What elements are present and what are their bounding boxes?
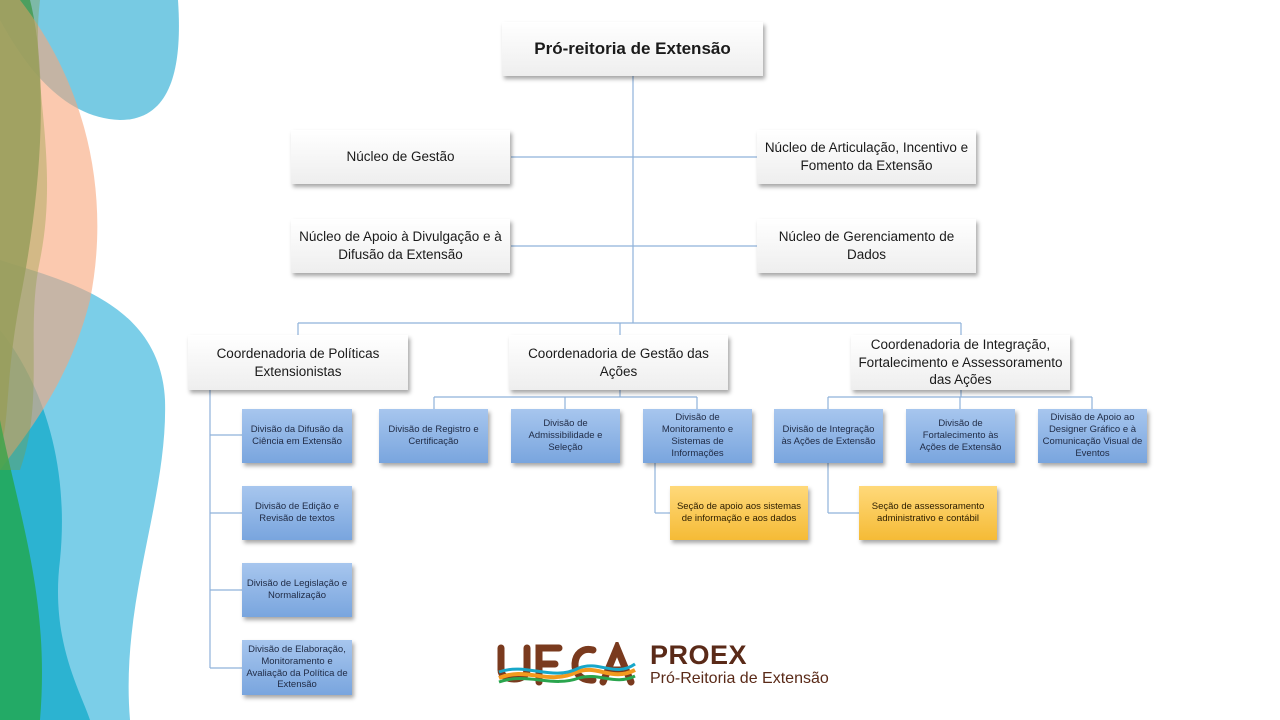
divisao-fortalecimento: Divisão de Fortalecimento às Ações de Ex… [906,409,1015,463]
ufca-logo-mark [497,642,636,686]
nucleo-gestao: Núcleo de Gestão [291,130,510,184]
proex-logo: PROEX Pró-Reitoria de Extensão [497,640,837,690]
coordenadoria-integracao: Coordenadoria de Integração, Fortalecime… [851,335,1070,390]
nucleo-articulacao: Núcleo de Articulação, Incentivo e Fomen… [757,130,976,184]
divisao-difusao-ciencia: Divisão da Difusão da Ciência em Extensã… [242,409,352,463]
decorative-waves [0,0,179,720]
coordenadoria-gestao-acoes: Coordenadoria de Gestão das Ações [509,335,728,390]
logo-title: PROEX [650,640,748,670]
divisao-registro-certificacao: Divisão de Registro e Certificação [379,409,488,463]
divisao-monitoramento-sistemas: Divisão de Monitoramento e Sistemas de I… [643,409,752,463]
root-box: Pró-reitoria de Extensão [502,22,763,76]
divisao-legislacao: Divisão de Legislação e Normalização [242,563,352,617]
nucleo-dados: Núcleo de Gerenciamento de Dados [757,219,976,273]
logo-subtitle: Pró-Reitoria de Extensão [650,670,829,687]
secao-assessoramento: Seção de assessoramento administrativo e… [859,486,997,540]
divisao-edicao-revisao: Divisão de Edição e Revisão de textos [242,486,352,540]
divisao-designer-grafico: Divisão de Apoio ao Designer Gráfico e à… [1038,409,1147,463]
secao-apoio-sistemas: Seção de apoio aos sistemas de informaçã… [670,486,808,540]
nucleo-divulgacao: Núcleo de Apoio à Divulgação e à Difusão… [291,219,510,273]
divisao-integracao-acoes: Divisão de Integração às Ações de Extens… [774,409,883,463]
divisao-elaboracao-politica: Divisão de Elaboração, Monitoramento e A… [242,640,352,695]
coordenadoria-politicas: Coordenadoria de Políticas Extensionista… [188,335,408,390]
divisao-admissibilidade: Divisão de Admissibilidade e Seleção [511,409,620,463]
